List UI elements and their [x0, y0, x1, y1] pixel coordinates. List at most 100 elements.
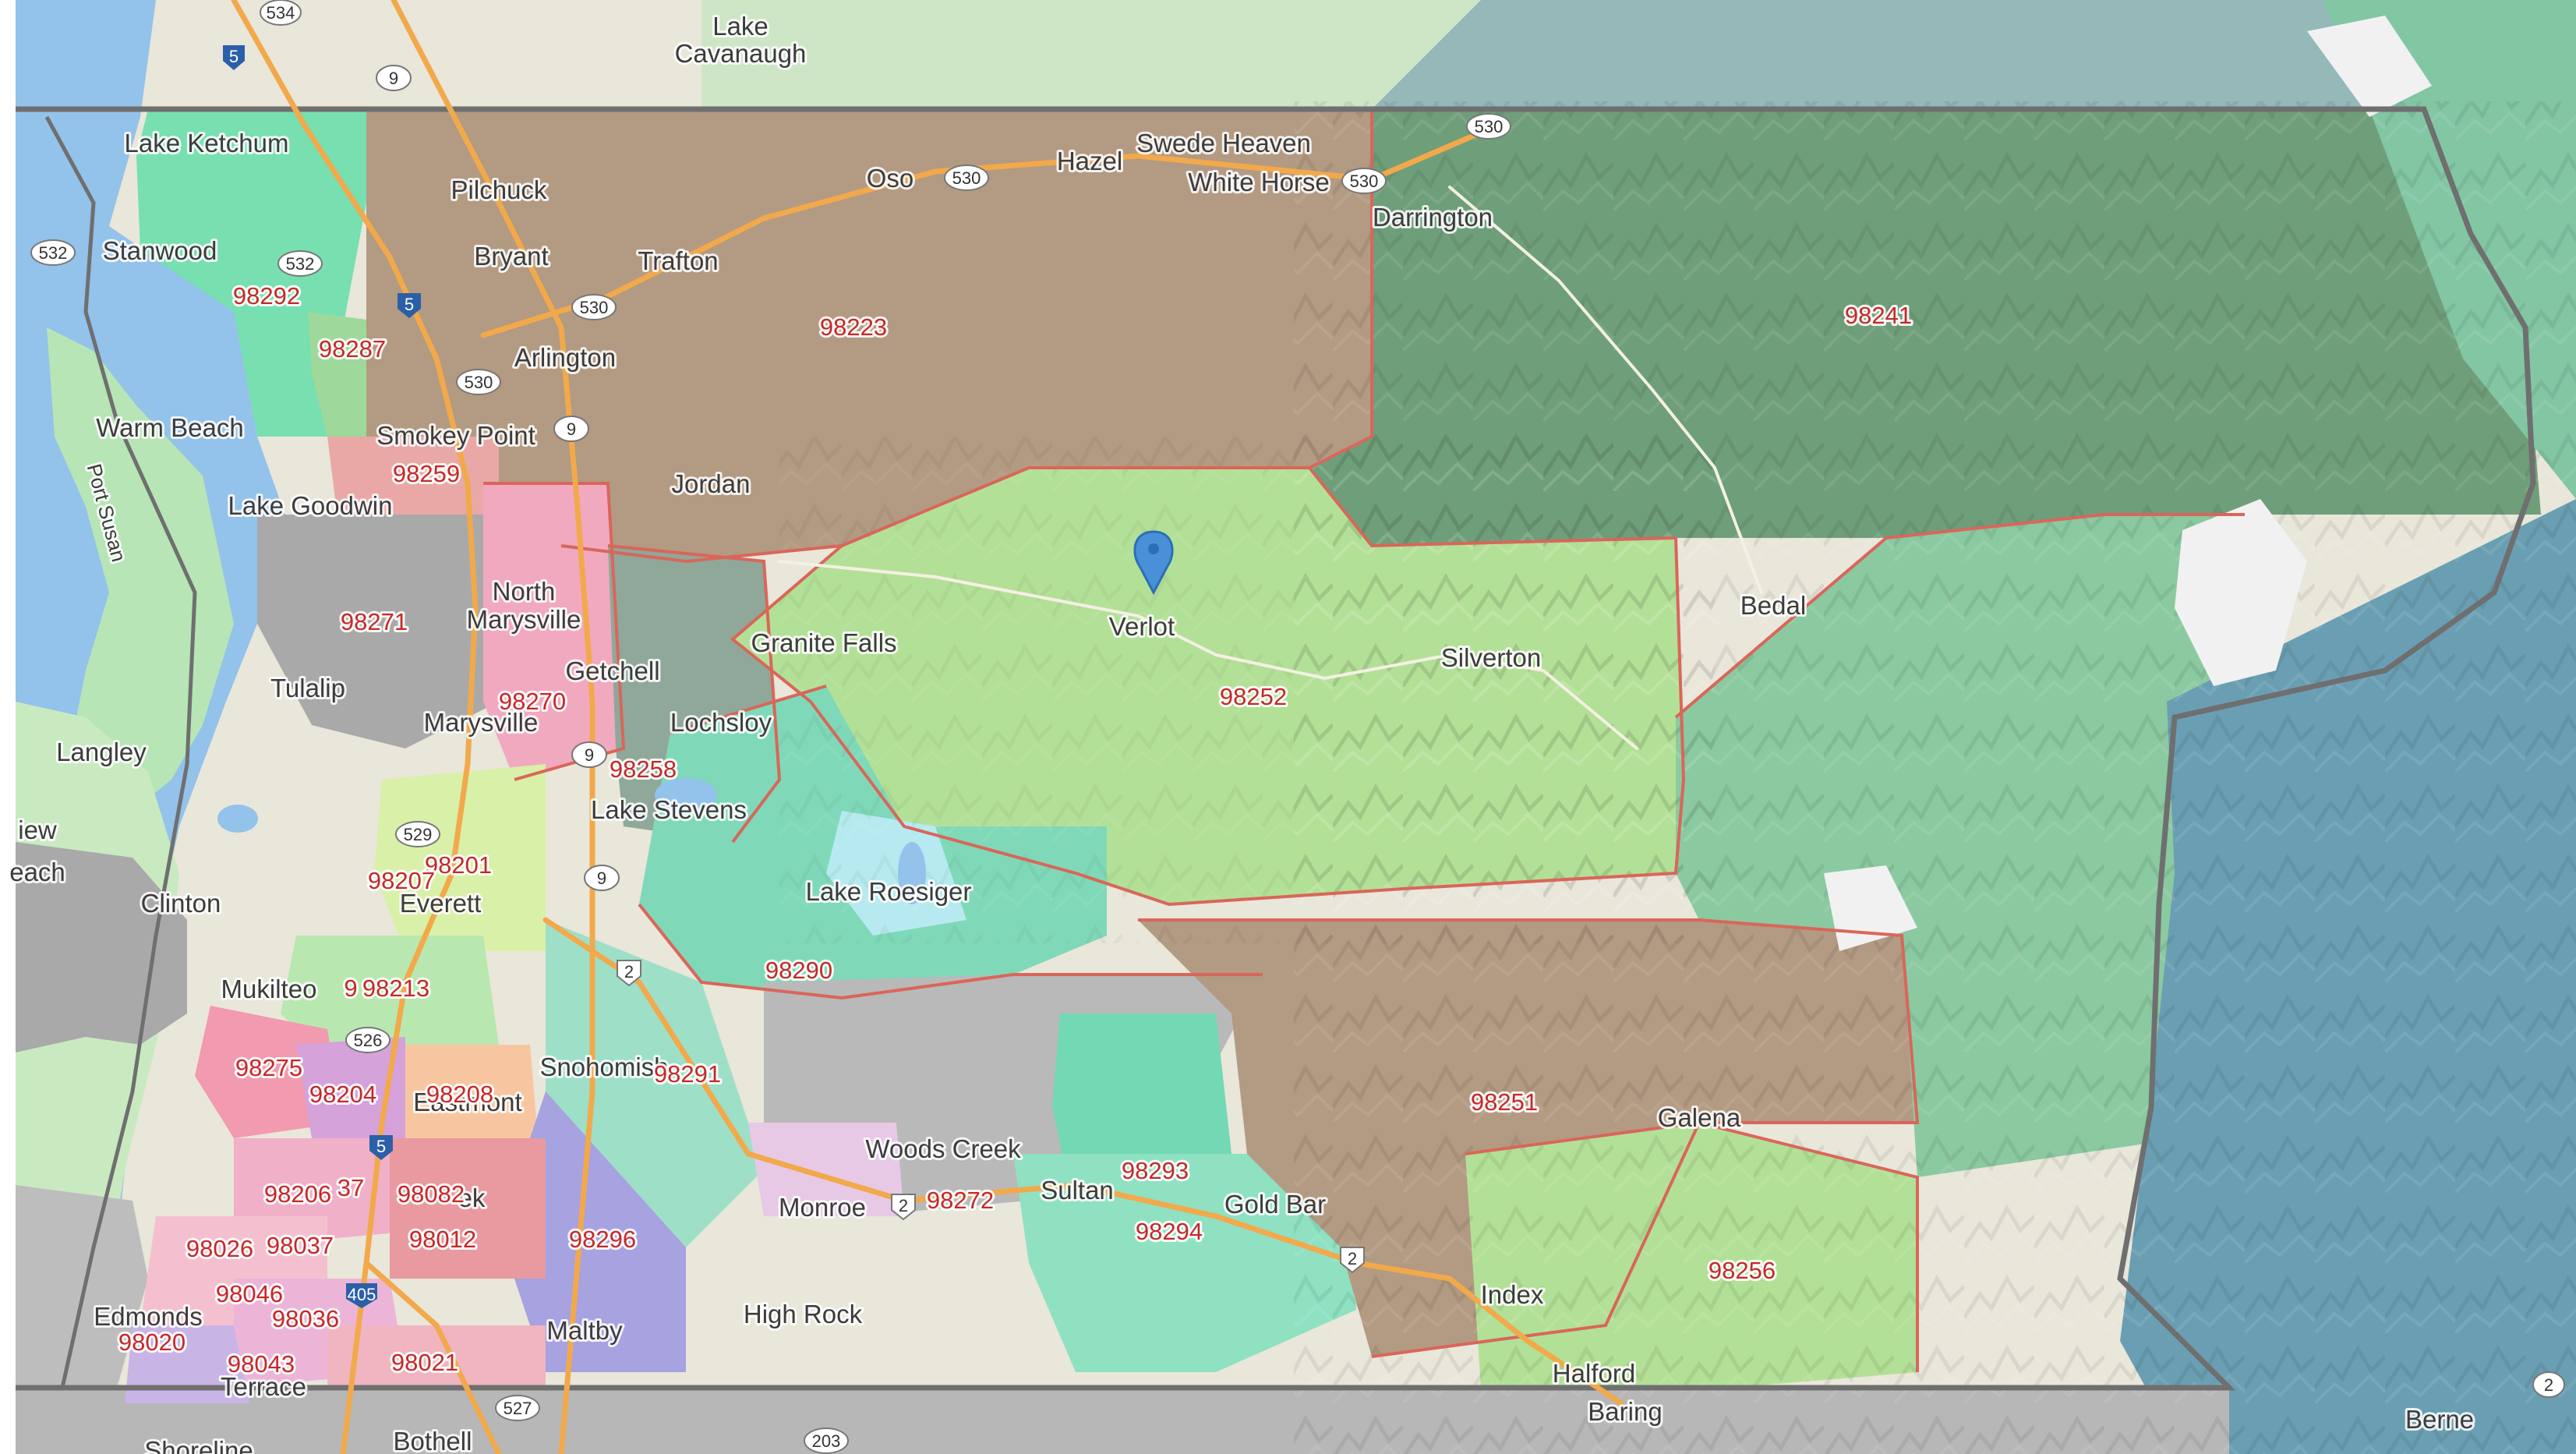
place-label: Marysville — [467, 605, 581, 634]
route-shield-label: 532 — [286, 254, 315, 274]
zip-label: 98046 — [216, 1280, 283, 1307]
zip-region-98213 — [281, 936, 499, 1060]
place-label: Everett — [400, 889, 482, 918]
place-label: Stanwood — [103, 236, 217, 265]
route-shield: 530 — [1466, 113, 1511, 140]
zip-label: 98293 — [1122, 1157, 1189, 1184]
zip-label: 98037 — [267, 1232, 334, 1259]
zip-label: 98026 — [186, 1235, 253, 1262]
route-shield-label: 2 — [1348, 1249, 1357, 1268]
route-shield: 532 — [277, 250, 323, 277]
zip-region-98012 — [390, 1138, 546, 1279]
route-shield: 9 — [584, 865, 620, 891]
place-label: Hazel — [1057, 147, 1122, 175]
route-shield-label: 5 — [229, 47, 239, 66]
route-shield-label: 2 — [624, 962, 634, 982]
zip-region-98020 — [125, 1325, 249, 1403]
zip-region-98208 — [405, 1045, 538, 1138]
zip-region-98287 — [308, 312, 366, 437]
zip-label: 98012 — [409, 1226, 476, 1253]
zip-label: 37 — [337, 1174, 364, 1201]
place-label: Jordan — [672, 469, 751, 498]
route-shield: 5 — [398, 293, 421, 318]
zip-region-98272-monroe — [748, 1123, 904, 1216]
map-pin-icon[interactable] — [1133, 530, 1174, 596]
zip-label: 98287 — [319, 335, 386, 363]
route-shield: 2 — [2532, 1371, 2565, 1398]
place-label: Clinton — [141, 889, 221, 918]
place-label: Lake — [712, 12, 769, 41]
place-label: Maltby — [546, 1316, 623, 1345]
forest-road — [1448, 186, 1763, 594]
zip-region-98270 — [483, 483, 624, 780]
route-shield-label: 9 — [585, 745, 594, 765]
place-label: Halford — [1553, 1359, 1635, 1388]
place-label: Cavanaugh — [675, 39, 807, 68]
zip-label: 98223 — [820, 313, 887, 341]
route-shield-label: 532 — [39, 243, 68, 263]
place-label: Swede Heaven — [1136, 129, 1311, 157]
route-shield-label: 530 — [952, 168, 981, 188]
route-shield: 5 — [369, 1135, 393, 1160]
place-label: Getchell — [565, 656, 659, 685]
zip-label: 98296 — [569, 1226, 636, 1253]
zip-label: 98291 — [654, 1060, 721, 1088]
zip-label: 98294 — [1136, 1218, 1203, 1245]
place-label: Bryant — [474, 242, 548, 271]
route-shield-label: 405 — [348, 1285, 376, 1304]
place-label: Baring — [1588, 1397, 1662, 1426]
zip-label: 98208 — [426, 1081, 493, 1108]
place-label: Tulalip — [270, 674, 345, 702]
place-label: Oso — [867, 164, 914, 193]
place-label: Lake Ketchum — [125, 129, 289, 157]
place-label: White Horse — [1188, 168, 1330, 196]
place-label: Bothell — [394, 1427, 472, 1454]
zip-label: 98272 — [927, 1187, 994, 1214]
place-label: Mukilteo — [221, 975, 317, 1003]
route-shield: 9 — [376, 65, 412, 91]
highway-9 — [390, 0, 595, 1454]
route-shield-label: 9 — [389, 69, 398, 88]
zip-label: 98259 — [393, 460, 460, 487]
route-shield-label: 9 — [597, 869, 606, 888]
place-label: Lake Goodwin — [228, 491, 393, 520]
place-label: Monroe — [779, 1193, 866, 1222]
place-label: Woods Creek — [865, 1134, 1021, 1163]
highway-2 — [542, 917, 1624, 1406]
zip-label: 98082 — [398, 1180, 465, 1208]
route-shield: 2 — [617, 960, 641, 987]
zip-label: 98213 — [362, 975, 429, 1002]
zip-label: 98292 — [233, 282, 300, 310]
place-label: Pilchuck — [451, 175, 547, 204]
route-shield-label: 534 — [267, 3, 295, 23]
route-shield: 529 — [395, 821, 440, 847]
zip-label: 98258 — [610, 755, 677, 783]
route-shield-label: 5 — [376, 1137, 386, 1156]
route-shield: 2 — [1340, 1247, 1365, 1274]
place-label: Granite Falls — [751, 628, 896, 657]
route-shield-label: 530 — [580, 298, 609, 317]
zip-label: 98275 — [235, 1054, 302, 1081]
route-shield: 530 — [1341, 168, 1387, 194]
route-shield: 530 — [571, 294, 617, 320]
route-shield: 203 — [804, 1427, 849, 1454]
snow-patch — [2307, 16, 2432, 117]
place-label: Langley — [56, 738, 147, 766]
place-label: Darrington — [1373, 203, 1493, 232]
place-label: Lake Roesiger — [806, 877, 972, 906]
route-shield: 9 — [571, 741, 607, 768]
zip-borders — [366, 108, 2245, 1372]
place-label: ek — [458, 1183, 486, 1212]
route-shield-label: 2 — [2544, 1375, 2553, 1395]
place-label: Bedal — [1740, 591, 1806, 620]
zip-label: 9 — [344, 975, 357, 1002]
place-label: Lochsloy — [670, 708, 772, 737]
zip-region-98271 — [257, 515, 499, 748]
route-shield: 405 — [346, 1283, 377, 1308]
place-label: Marysville — [424, 708, 539, 737]
place-labels: Lake Cavanaugh Lake Ketchum Pilchuck Oso… — [7, 9, 2476, 1454]
route-shield: 5 — [223, 45, 245, 70]
island-coast — [16, 842, 187, 1052]
